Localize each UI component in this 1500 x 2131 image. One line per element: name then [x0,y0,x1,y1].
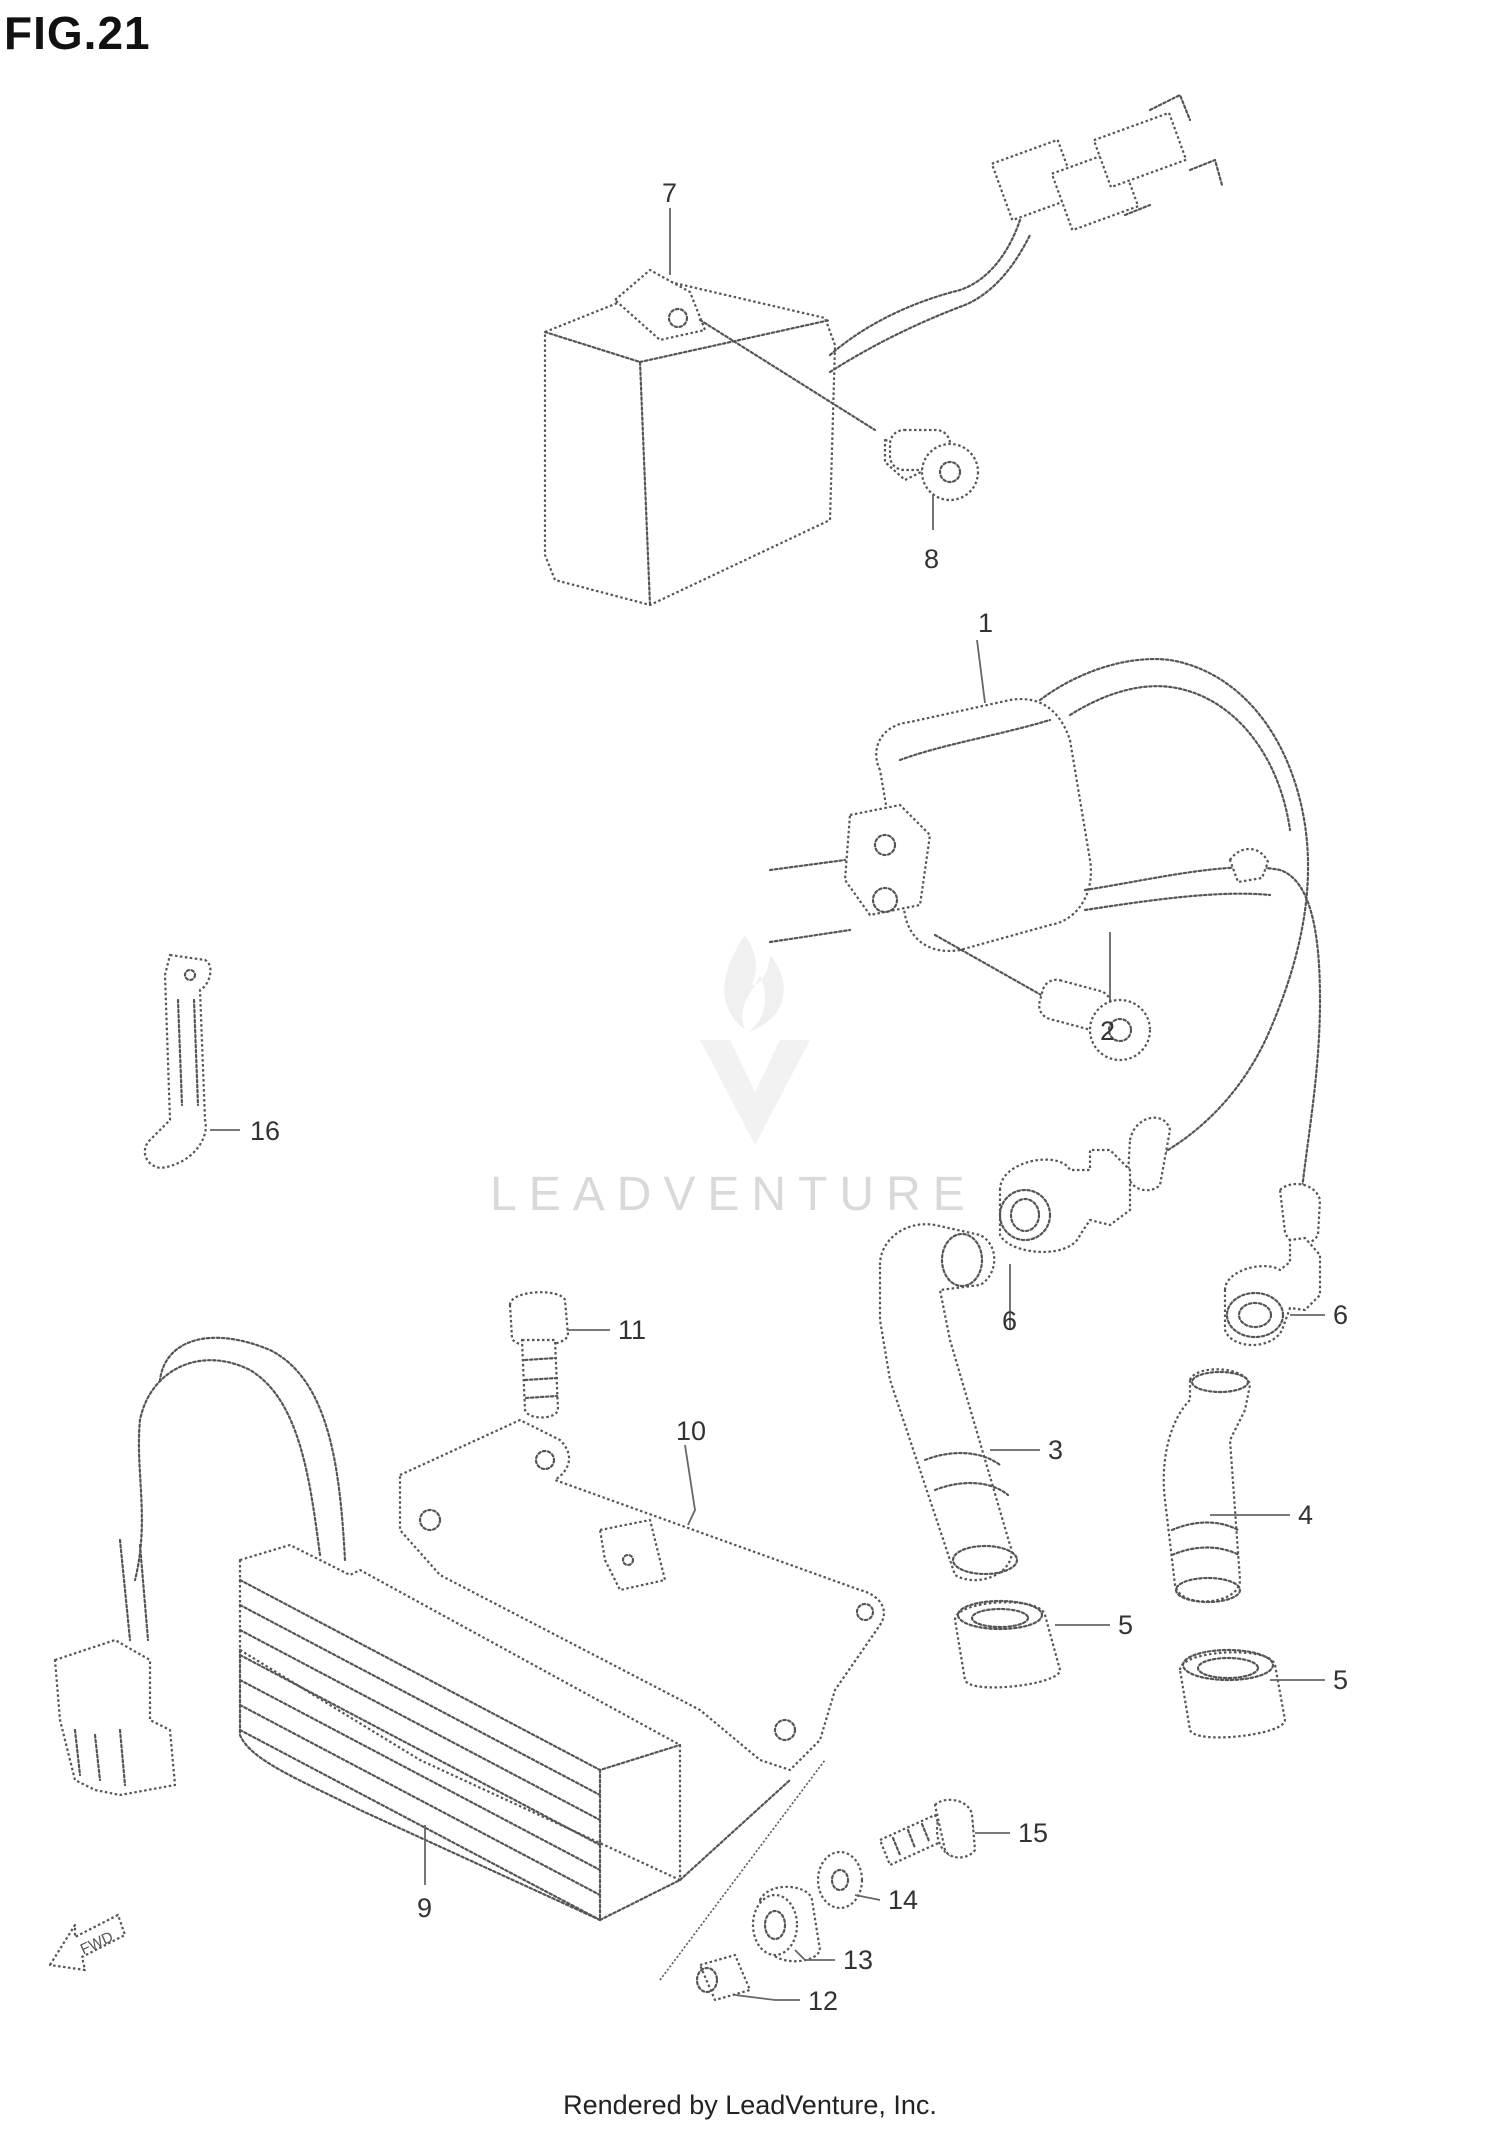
callout-12[interactable]: 12 [808,1986,838,2016]
callout-4[interactable]: 4 [1298,1500,1313,1530]
spark-plug-cap-front[interactable] [878,1223,1019,1582]
coil-bolt[interactable] [933,933,1152,1062]
callout-13[interactable]: 13 [843,1945,873,1975]
fwd-marker: FWD [48,1913,127,1972]
callout-6[interactable]: 6 [1002,1306,1017,1336]
cdi-bolt[interactable] [698,318,980,502]
callout-16[interactable]: 16 [250,1116,280,1146]
regulator-bracket[interactable] [398,1418,885,1772]
arrow-forward-icon [48,1913,127,1972]
cord-grommet[interactable] [998,1148,1132,1254]
ignition-coil[interactable] [768,658,1322,1212]
callout-9[interactable]: 9 [417,1893,432,1923]
watermark-text: LEADVENTURE [490,1168,977,1221]
figure-title: FIG.21 [4,7,151,59]
callout-15[interactable]: 15 [1018,1818,1048,1848]
bracket-bolt[interactable] [508,1291,570,1419]
washer[interactable] [816,1850,864,1910]
callout-2[interactable]: 2 [1100,1016,1115,1046]
spark-plug-cap-rear[interactable] [1162,1368,1252,1604]
callout-labels: 1 2 3 4 5 5 6 6 7 8 9 10 11 12 13 14 15 … [250,178,1348,2016]
mounting-axis-line [659,1759,826,1981]
watermark-logo-icon [700,935,810,1145]
callout-5[interactable]: 5 [1333,1665,1348,1695]
regulator-rectifier[interactable] [53,1336,792,1922]
callout-5[interactable]: 5 [1118,1610,1133,1640]
cord-grommet[interactable] [1223,1236,1322,1347]
callout-3[interactable]: 3 [1048,1435,1063,1465]
callout-1[interactable]: 1 [978,608,993,638]
cushion[interactable] [751,1885,822,1963]
cord-end-front [1126,1116,1172,1192]
cap-cover[interactable] [953,1599,1062,1689]
clamp[interactable] [143,953,212,1170]
callout-8[interactable]: 8 [924,544,939,574]
callout-6[interactable]: 6 [1333,1300,1348,1330]
leader-lines [210,208,1325,2001]
callout-11[interactable]: 11 [618,1315,646,1345]
cap-cover[interactable] [1178,1648,1287,1739]
regulator-bolt[interactable] [878,1798,977,1867]
footer-credit: Rendered by LeadVenture, Inc. [563,2090,937,2120]
callout-10[interactable]: 10 [676,1416,706,1446]
cdi-unit[interactable] [543,93,1224,607]
callout-7[interactable]: 7 [662,178,677,208]
spacer[interactable] [695,1953,752,2002]
callout-14[interactable]: 14 [888,1885,918,1915]
cord-end-rear [1278,1182,1322,1246]
